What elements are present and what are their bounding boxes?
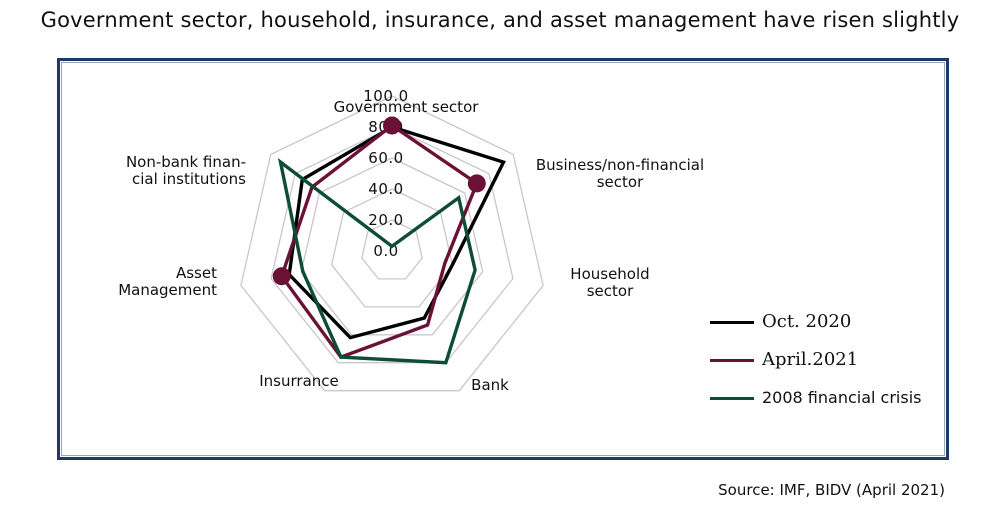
tick-label-20-0: 20.0 (368, 211, 403, 229)
radar-series (272, 116, 506, 365)
series-marker-april-2021-5 (272, 267, 291, 286)
chart-frame (57, 58, 949, 460)
radar-axis-labels: Government sectorBusiness/non-financials… (118, 98, 704, 394)
legend-swatch-oct-2020 (710, 321, 754, 324)
axis-label-5-line-0: Asset (176, 264, 217, 282)
chart-frame-inner (61, 62, 945, 456)
axis-label-1-line-1: sector (597, 173, 644, 191)
source-note: Source: IMF, BIDV (April 2021) (718, 481, 945, 499)
axis-label-5-line-1: Management (118, 281, 217, 299)
series-line-april-2021 (279, 123, 479, 360)
legend-label-oct-2020: Oct. 2020 (762, 311, 852, 332)
legend-label-2008-financial-crisis: 2008 financial crisis (762, 388, 922, 407)
legend-swatch-april-2021 (710, 359, 754, 362)
axis-label-2-line-0: Household (570, 265, 649, 283)
series-marker-april-2021-1 (467, 174, 486, 193)
series-marker-april-2021-0 (383, 116, 401, 135)
grid-ring-1 (361, 219, 423, 280)
grid-ring-2 (330, 188, 454, 308)
radar-grid (240, 95, 544, 392)
axis-label-0-line-0: Government sector (334, 98, 480, 116)
axis-label-6-line-1: cial institutions (132, 170, 246, 188)
grid-ring-4 (270, 126, 514, 364)
axis-label-6-line-0: Non-bank finan- (126, 153, 246, 171)
axis-label-3-line-0: Bank (471, 376, 509, 394)
axis-label-1-line-0: Business/non-financial (536, 156, 704, 174)
legend-swatch-2008-financial-crisis (710, 397, 754, 400)
series-line-oct-2020 (287, 125, 506, 340)
axis-label-2-line-1: sector (587, 282, 634, 300)
grid-ring-5 (240, 95, 544, 392)
tick-label-60-0: 60.0 (368, 149, 403, 167)
chart-title: Government sector, household, insurance,… (40, 8, 960, 32)
axis-label-4-line-0: Insurrance (259, 372, 339, 390)
tick-label-100-0: 100.0 (363, 87, 408, 105)
tick-label-40-0: 40.0 (368, 180, 403, 198)
series-line-2008-financial-crisis (277, 158, 477, 365)
legend-label-april-2021: April.2021 (762, 349, 859, 370)
